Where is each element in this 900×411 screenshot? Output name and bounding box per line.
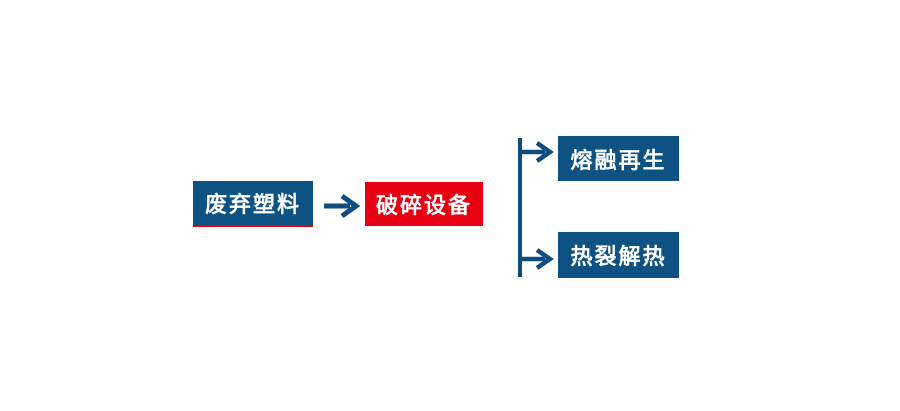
node-pyrolysis-heat: 热裂解热 xyxy=(558,232,679,278)
node-melt-regeneration-label: 熔融再生 xyxy=(570,147,667,173)
arrow-head xyxy=(535,141,554,163)
arrow-head xyxy=(535,248,554,270)
node-pyrolysis-heat-label: 热裂解热 xyxy=(570,244,667,269)
arrow-right-icon xyxy=(324,193,361,219)
node-melt-regeneration: 熔融再生 xyxy=(558,136,679,181)
accent-underline xyxy=(193,225,313,227)
node-crushing-equipment-label: 破碎设备 xyxy=(375,193,472,218)
branch-arrow-top-icon xyxy=(521,141,554,163)
node-waste-plastics: 废弃塑料 xyxy=(193,181,313,225)
arrow-head xyxy=(340,193,361,219)
node-waste-plastics-label: 废弃塑料 xyxy=(204,192,301,217)
branch-arrow-bottom-icon xyxy=(521,248,554,270)
branch-connector-line xyxy=(518,138,522,277)
node-crushing-equipment: 破碎设备 xyxy=(365,182,483,226)
